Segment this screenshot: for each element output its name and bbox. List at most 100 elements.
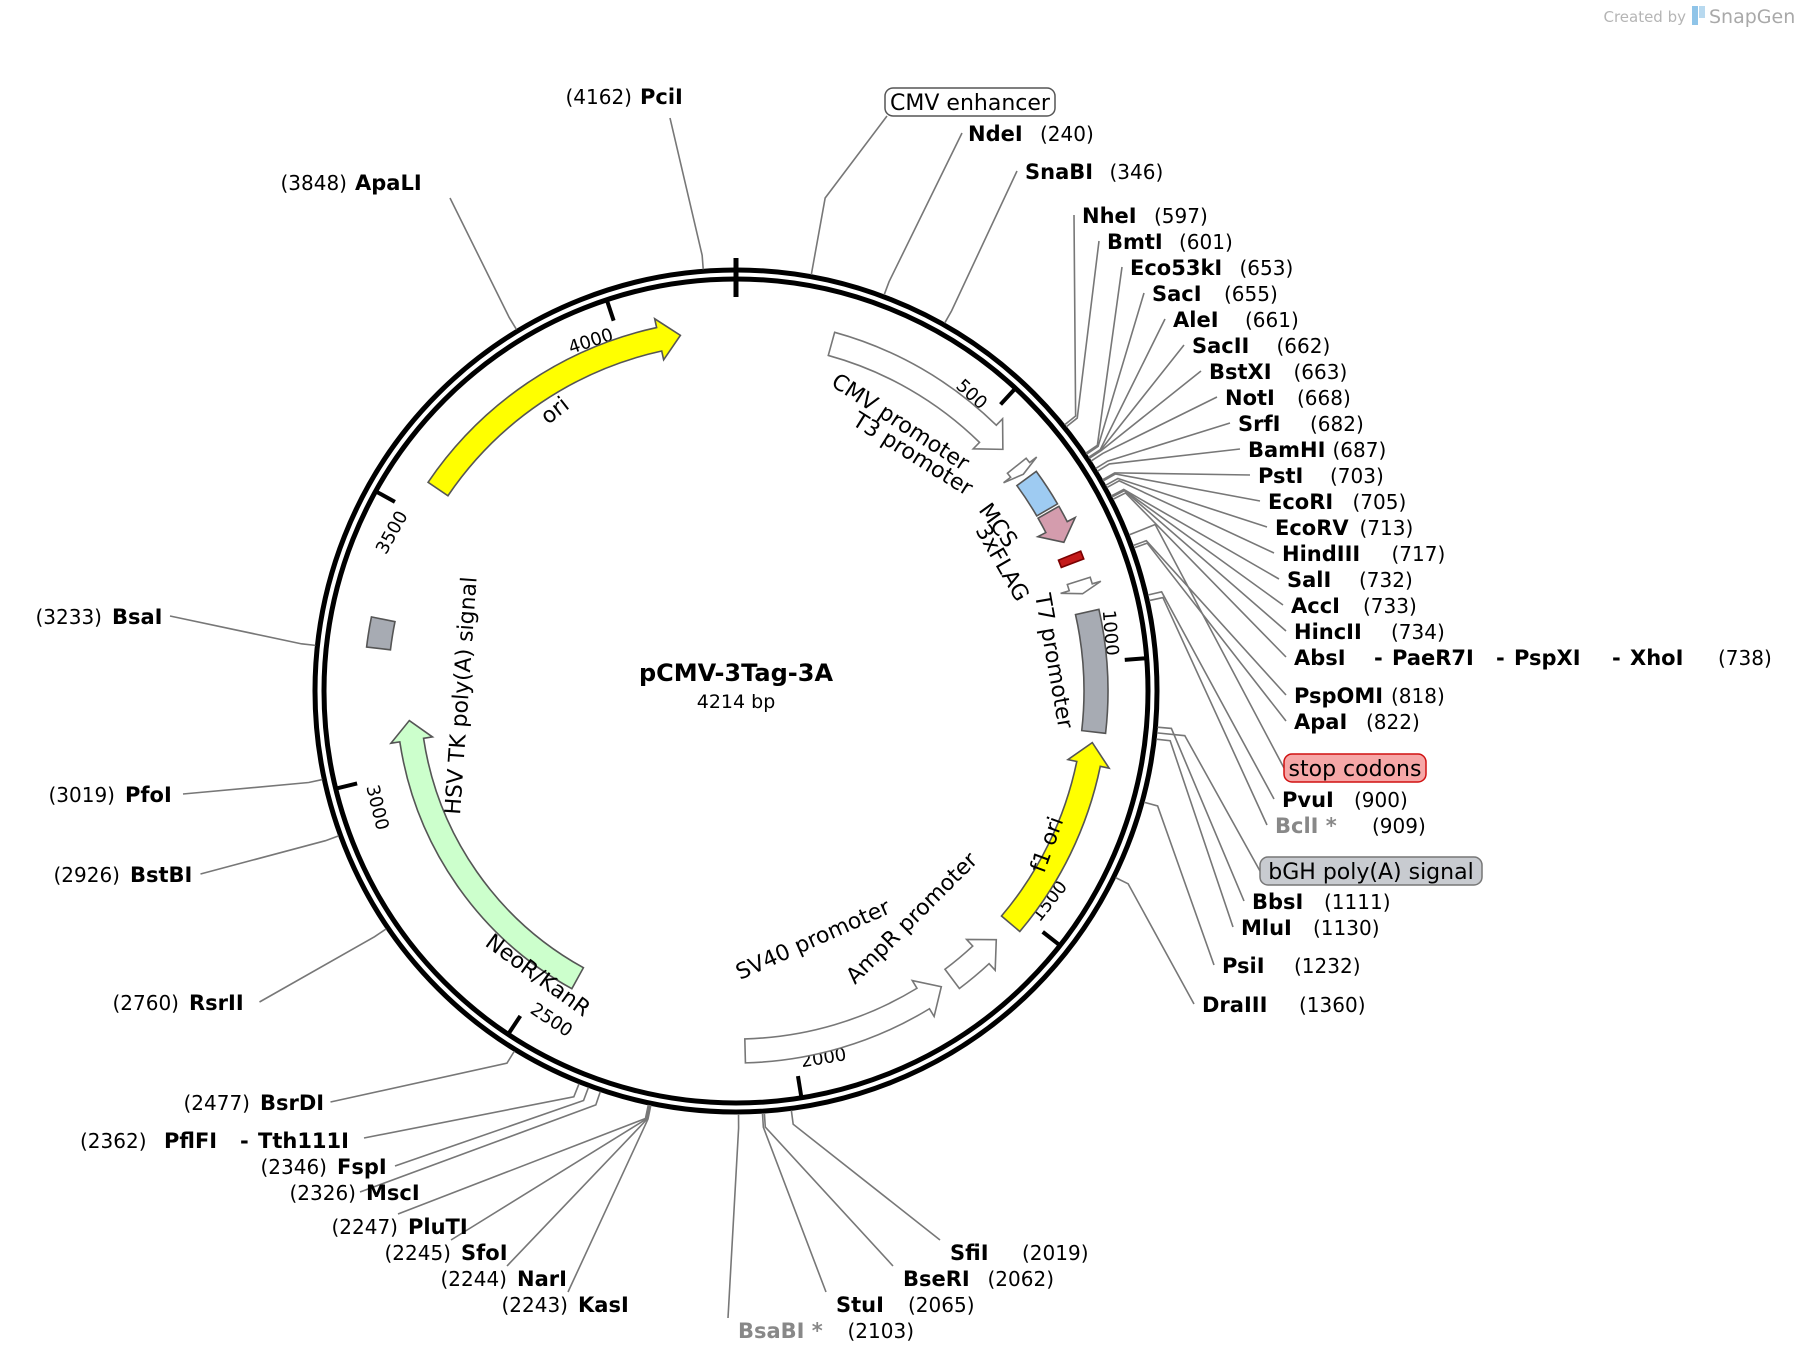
site-position: (687) [1333, 438, 1387, 462]
leader-line [1156, 738, 1234, 928]
site-srfi: SrfI(682) [1238, 412, 1364, 436]
site-separator: - [1374, 646, 1383, 670]
leader-line [449, 197, 518, 330]
feature-label-t7-promoter: T7 promoter [1029, 591, 1078, 732]
site-name: BmtI [1107, 230, 1163, 254]
leader-line [1157, 726, 1245, 902]
site-position: (909) [1372, 814, 1426, 838]
tick-mark [376, 490, 396, 504]
leader-line-cmv-enhancer [810, 115, 888, 275]
site-name: BstXI [1209, 360, 1272, 384]
site-rsrii: RsrII(2760) [112, 991, 243, 1015]
site-sfoi: SfoI(2245) [384, 1241, 507, 1265]
site-name: SacII [1192, 334, 1249, 358]
site-name: Eco53kI [1130, 256, 1222, 280]
tick-mark [999, 388, 1016, 406]
site-position: (2103) [848, 1319, 915, 1343]
site-name: HincII [1294, 620, 1362, 644]
site-name: SnaBI [1025, 160, 1093, 184]
site-name-xhoi: XhoI [1630, 646, 1683, 670]
site-name: ApaI [1294, 710, 1347, 734]
site-name: BseRI [903, 1267, 970, 1291]
site-bsabi: BsaBI *(2103) [738, 1319, 914, 1343]
tick-mark [1041, 930, 1060, 946]
site-name: PciI [640, 85, 683, 109]
leader-line [330, 1050, 515, 1103]
site-name: BstBI [130, 863, 192, 887]
site-name: KasI [578, 1293, 629, 1317]
site-bsrdi: BsrDI(2477) [183, 1091, 324, 1115]
feature-f1-ori [1000, 741, 1111, 933]
site-position: (703) [1330, 464, 1384, 488]
site-position: (2065) [908, 1293, 975, 1317]
site-position: (900) [1354, 788, 1408, 812]
leader-line [182, 778, 323, 795]
site-name: ApaLI [355, 171, 422, 195]
leader-line [1106, 479, 1275, 554]
site-position: (2362) [80, 1129, 147, 1153]
site-position: (597) [1154, 204, 1208, 228]
site-noti: NotI(668) [1225, 386, 1351, 410]
site-snabi: SnaBI(346) [1025, 160, 1163, 184]
feature-label-hsv-tk-polya: HSV TK poly(A) signal [441, 576, 483, 815]
site-position: (2244) [440, 1267, 507, 1291]
site-saci: SacI(655) [1152, 282, 1278, 306]
backbone [312, 258, 1160, 1115]
site-position: (682) [1310, 412, 1364, 436]
svg-text:stop codons: stop codons [1289, 757, 1422, 782]
site-bmti: BmtI (601) [1107, 230, 1233, 254]
leader-line [1102, 472, 1251, 481]
snapgene-brand: SnapGene [1709, 6, 1796, 28]
feature-ori [426, 317, 682, 497]
site-position: (655) [1224, 282, 1278, 306]
site-position: (1360) [1299, 993, 1366, 1017]
leader-line [1088, 318, 1166, 459]
site-apai: ApaI(822) [1294, 710, 1420, 734]
site-name: BamHI [1248, 438, 1325, 462]
site-name: BsaI [112, 605, 163, 629]
leader-line [363, 1083, 580, 1139]
site-sacii: SacII (662) [1192, 334, 1330, 358]
site-ndei: NdeI(240) [968, 122, 1094, 146]
leader-line [450, 1104, 651, 1241]
feature-t7-promoter [1060, 576, 1102, 595]
leader-line [1064, 214, 1077, 426]
site-acci: AccI(733) [1291, 594, 1417, 618]
leader-line [1095, 422, 1231, 470]
site-position: (2326) [289, 1181, 356, 1205]
leader-line [1096, 448, 1241, 472]
site-bseri: BseRI(2062) [903, 1267, 1054, 1291]
plasmid-center-label: pCMV-3Tag-3A 4214 bp [639, 659, 833, 713]
feature-t3-promoter [1003, 456, 1038, 484]
leader-line [1102, 473, 1261, 502]
restriction-site-labels: (4162)PciI(3848)ApaLINdeI(240)SnaBI(346)… [35, 85, 1771, 1343]
site-position: (818) [1391, 684, 1445, 708]
site-position: (601) [1179, 230, 1233, 254]
site-name: SalI [1287, 568, 1331, 592]
site-position: (2477) [183, 1091, 250, 1115]
site-name-absi: AbsI [1294, 646, 1346, 670]
site-position: (662) [1277, 334, 1331, 358]
leader-line [1090, 396, 1218, 462]
site-name: RsrII [189, 991, 244, 1015]
bgh-polya-box: bGH poly(A) signal [1259, 856, 1483, 886]
leader-line [943, 170, 1018, 324]
site-bbsi: BbsI(1111) [1252, 890, 1391, 914]
site-name: NotI [1225, 386, 1275, 410]
site-name: PspOMI [1294, 684, 1383, 708]
site-bsai: BsaI(3233) [35, 605, 162, 629]
site-position: (705) [1353, 490, 1407, 514]
site-name: AccI [1291, 594, 1340, 618]
site-position: (2247) [331, 1215, 398, 1239]
site-name: FspI [337, 1155, 387, 1179]
site-name: DraIII [1202, 993, 1267, 1017]
site-position: (1130) [1313, 916, 1380, 940]
site-pluti: PluTI(2247) [331, 1215, 467, 1239]
site-name: PstI [1258, 464, 1303, 488]
site-name: NarI [517, 1267, 567, 1291]
site-position: (661) [1245, 308, 1299, 332]
leader-line [669, 117, 705, 270]
site-pcii: (4162)PciI [565, 85, 682, 109]
site-eco53ki: Eco53kI(653) [1130, 256, 1293, 280]
boxed-labels: CMV enhancer stop codons bGH poly(A) sig… [884, 87, 1483, 886]
